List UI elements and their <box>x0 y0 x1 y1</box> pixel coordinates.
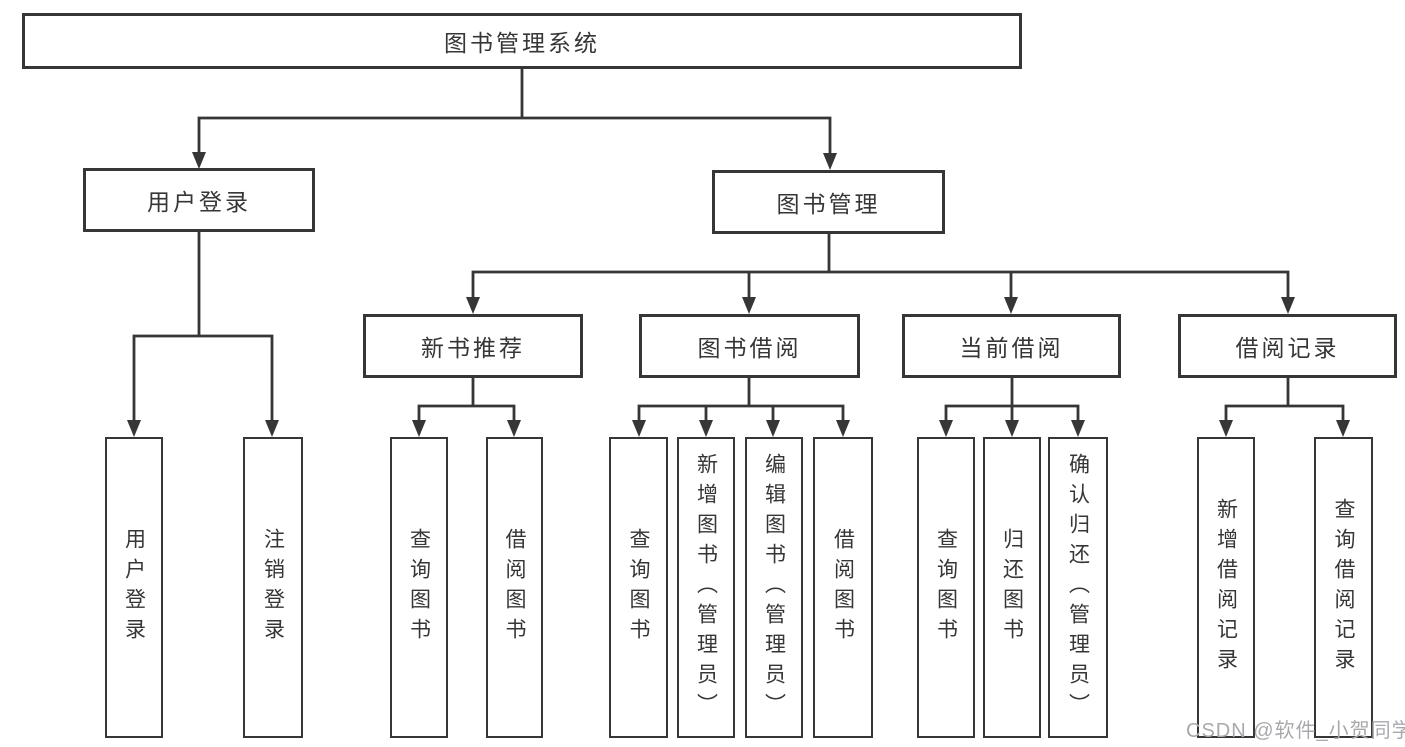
leaf-records-query-record: 查询借阅记录 <box>1314 437 1373 738</box>
node-label: 图书借阅 <box>697 335 802 361</box>
node-label: 借阅记录 <box>1235 335 1340 361</box>
node-label: 确认归还（管理员） <box>1066 452 1090 723</box>
leaf-records-add-record: 新增借阅记录 <box>1197 437 1255 738</box>
leaf-logout: 注销登录 <box>243 437 303 738</box>
node-label: 当前借阅 <box>959 335 1064 361</box>
leaf-current-return-books: 归还图书 <box>983 437 1041 738</box>
node-label: 图书管理系统 <box>444 30 600 56</box>
node-current-borrowing: 当前借阅 <box>902 314 1121 378</box>
node-label: 借阅图书 <box>503 527 526 648</box>
leaf-borrow-query-books: 查询图书 <box>609 437 668 738</box>
node-new-book-recommend: 新书推荐 <box>363 314 583 378</box>
leaf-current-confirm-return-admin: 确认归还（管理员） <box>1048 437 1108 738</box>
node-label: 借阅图书 <box>831 527 855 648</box>
node-label: 新增借阅记录 <box>1214 497 1238 678</box>
leaf-borrow-add-books-admin: 新增图书（管理员） <box>677 437 735 738</box>
node-label: 归还图书 <box>1000 527 1024 648</box>
leaf-user-login: 用户登录 <box>105 437 163 738</box>
node-label: 图书管理 <box>776 191 881 217</box>
leaf-newrec-borrow-books: 借阅图书 <box>486 437 543 738</box>
node-borrowing-records: 借阅记录 <box>1178 314 1397 378</box>
node-label: 编辑图书（管理员） <box>762 452 786 723</box>
node-label: 查询图书 <box>934 527 958 648</box>
leaf-current-query-books: 查询图书 <box>917 437 975 738</box>
node-book-borrowing: 图书借阅 <box>639 314 860 378</box>
node-label: 用户登录 <box>122 527 146 648</box>
node-label: 用户登录 <box>147 189 251 215</box>
node-label: 查询图书 <box>627 527 650 648</box>
node-label: 查询图书 <box>407 527 431 648</box>
node-label: 注销登录 <box>261 527 285 648</box>
leaf-borrow-borrow-books: 借阅图书 <box>813 437 873 738</box>
leaf-newrec-query-books: 查询图书 <box>390 437 448 738</box>
node-label: 新增图书（管理员） <box>694 452 718 723</box>
node-book-management: 图书管理 <box>712 170 945 234</box>
csdn-watermark: CSDN @软件_小贺同学 <box>1186 720 1405 742</box>
node-user-login: 用户登录 <box>83 168 315 232</box>
leaf-borrow-edit-books-admin: 编辑图书（管理员） <box>745 437 803 738</box>
node-label: 查询借阅记录 <box>1332 497 1355 678</box>
node-library-system: 图书管理系统 <box>22 13 1022 69</box>
node-label: 新书推荐 <box>421 335 525 361</box>
